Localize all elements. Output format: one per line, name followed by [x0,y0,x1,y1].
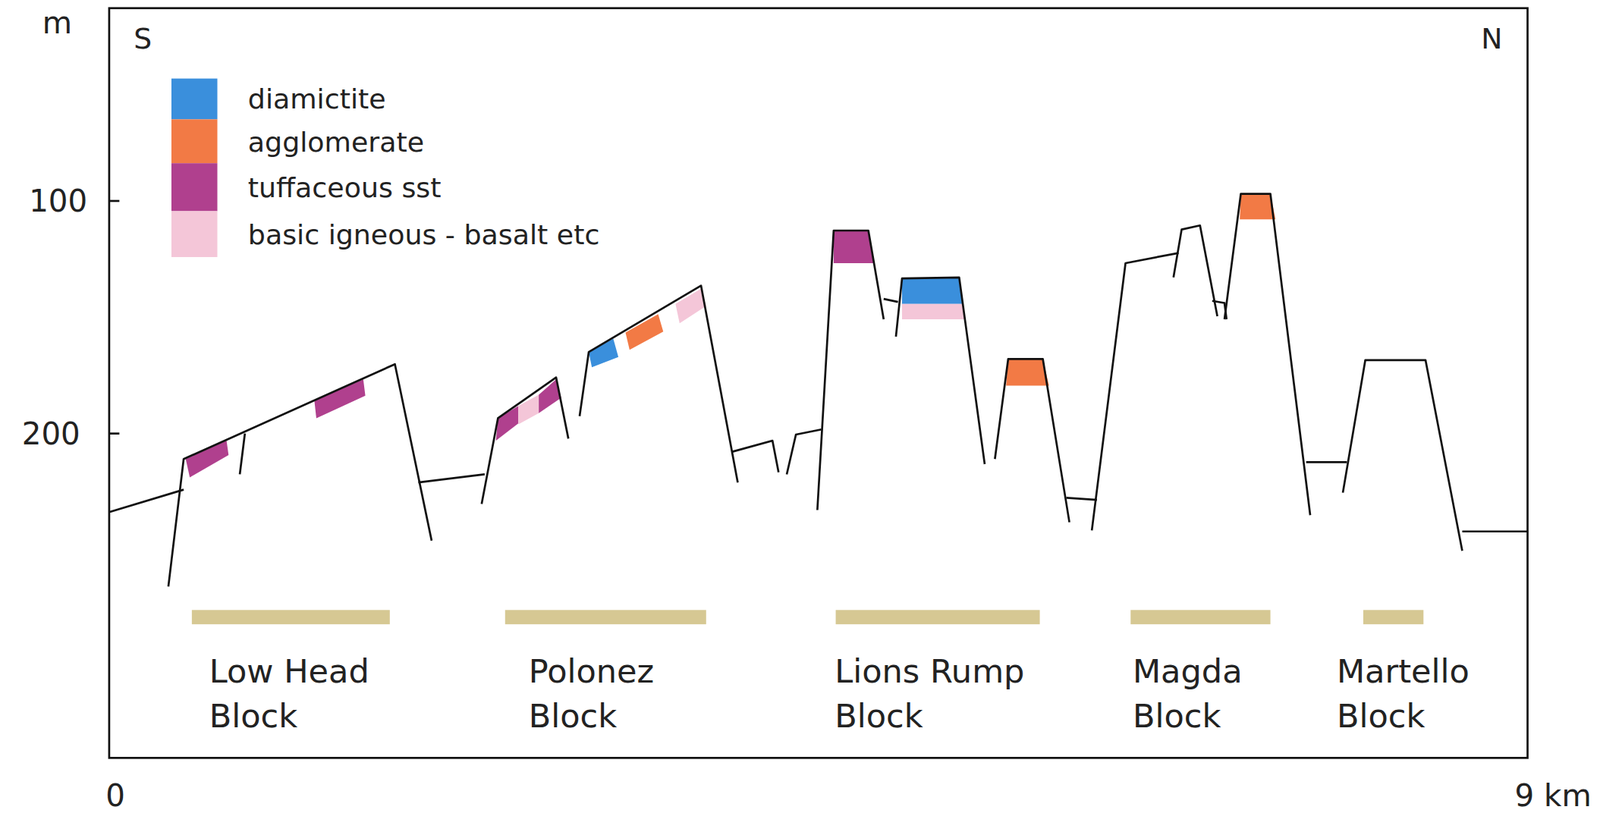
axis-label: 0 [105,778,126,813]
legend-text: diamictite [248,83,387,116]
axis-label: 200 [22,415,81,452]
axis-label: 9 km [1515,778,1592,813]
axis-label: N [1480,22,1503,56]
rock-patches [185,194,1276,478]
legend-text: agglomerate [248,125,425,158]
legend-text: basic igneous - basalt etc [248,218,601,251]
frame [109,8,1528,759]
block-name: Polonez Block [528,648,708,739]
axis-label: m [42,4,73,41]
axis-label: S [133,22,152,56]
legend-swatch [171,119,218,164]
legend-swatch [171,210,218,258]
fault-profile [109,194,1528,588]
block-name: Martello Block [1336,648,1506,739]
legend-swatch [171,78,218,120]
block-name: Magda Block [1132,648,1281,739]
legend-text: tuffaceous sst [248,171,442,204]
legend-swatch [171,163,218,211]
block-name: Low Head Block [209,648,414,739]
block-name: Lions Rump Block [834,648,1054,739]
axis-label: 100 [28,182,88,219]
block-bars [191,609,1424,625]
